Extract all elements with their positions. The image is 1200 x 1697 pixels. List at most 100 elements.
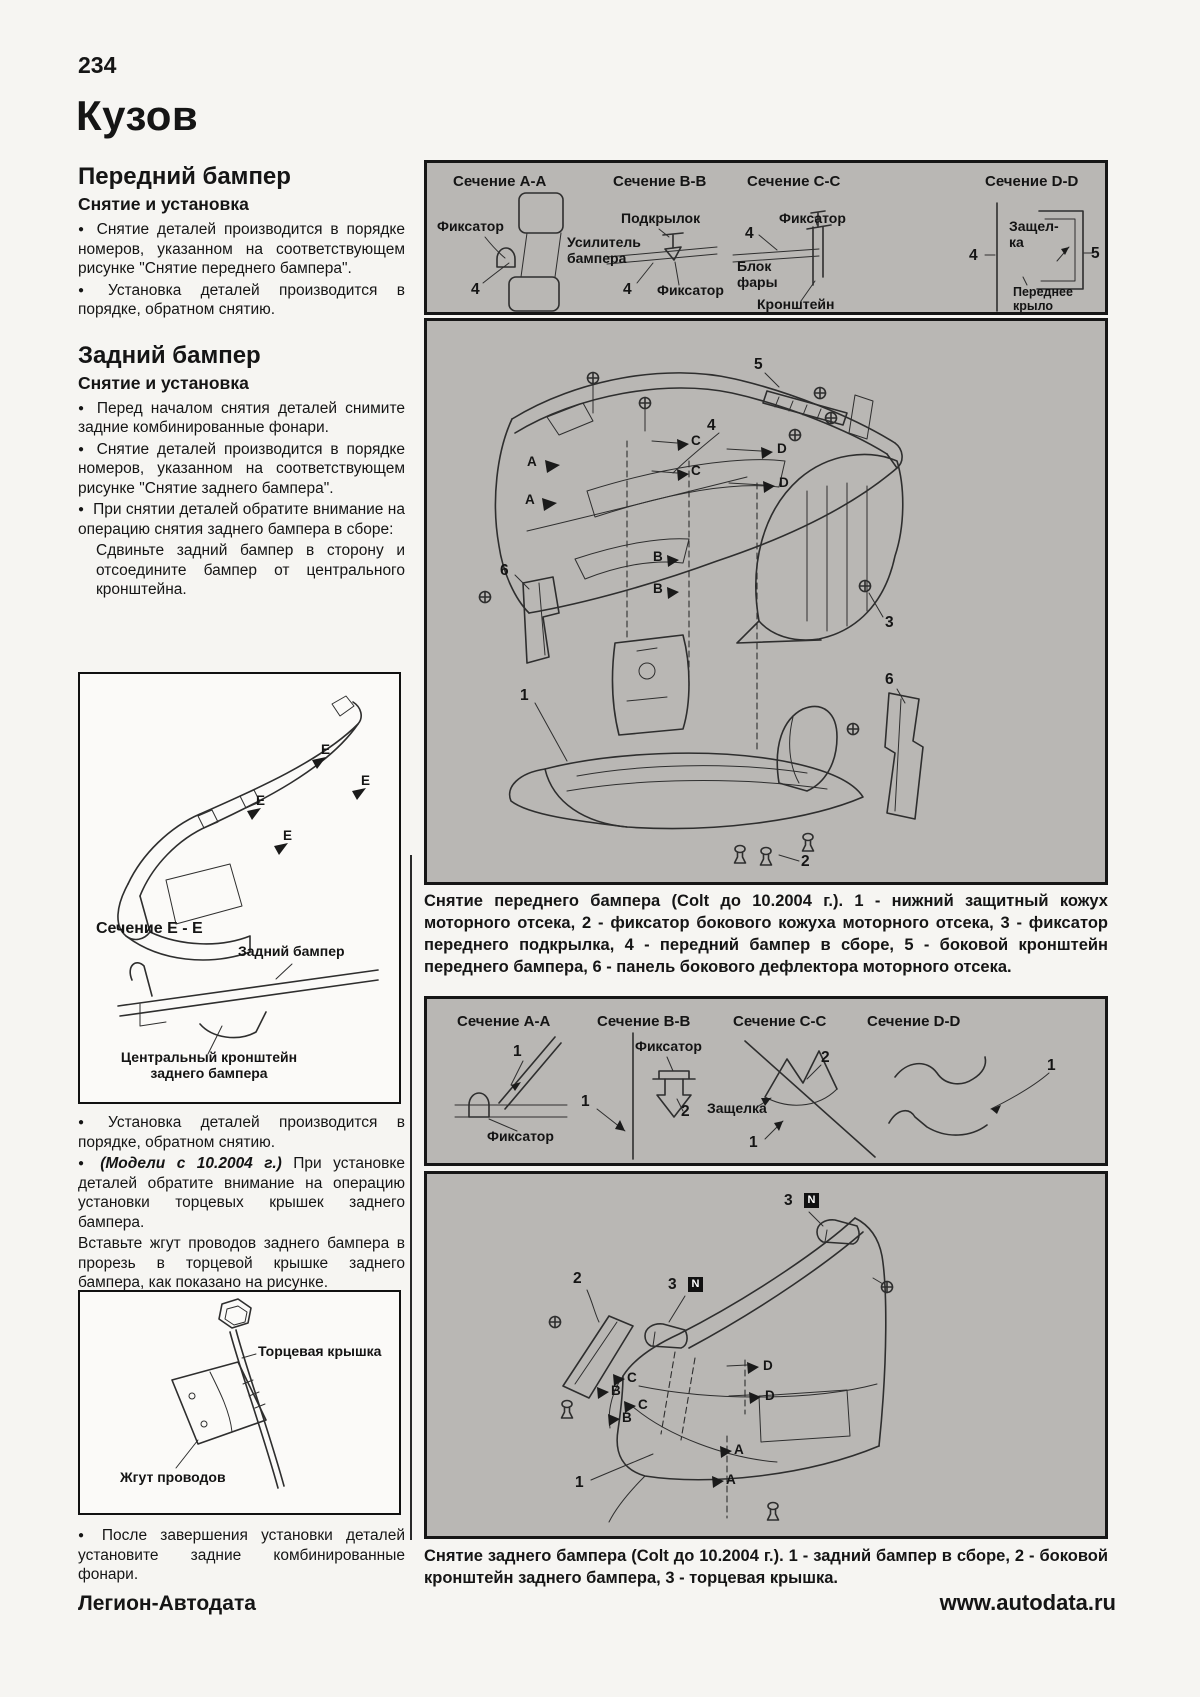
marker-e-1: E	[321, 742, 331, 757]
number-4-dd: 4	[969, 247, 978, 264]
marker-a-rear-1: A	[734, 1442, 744, 1457]
front-bullet-2: ●Установка деталей производится в порядк…	[78, 281, 405, 320]
label-wheel-liner-bb: Подкрылок	[621, 210, 701, 226]
panel-rear-bumper-exploded: 3 N 3 N 2 1 C B C B D D A A	[424, 1171, 1108, 1539]
rear-section-b-title: Сечение B-B	[597, 1013, 691, 1030]
label-front-fender: Переднее крыло	[1013, 285, 1073, 313]
marker-e-2: E	[361, 773, 371, 788]
front-section-b-title: Сечение B-B	[613, 173, 707, 190]
label-bracket-cc: Кронштейн	[757, 296, 835, 312]
number-4-aa: 4	[471, 281, 480, 298]
front-section-a-title: Сечение A-A	[453, 173, 547, 190]
label-latch-dd: Защел- ка	[1009, 218, 1059, 250]
number-2-rear: 2	[573, 1270, 582, 1287]
number-6-right: 6	[885, 671, 894, 688]
marker-c-1: C	[691, 433, 701, 448]
number-4-bb: 4	[623, 281, 632, 298]
front-section-c-title: Сечение C-C	[747, 173, 841, 190]
marker-a-1: A	[527, 454, 537, 469]
label-fixer-cc: Фиксатор	[779, 210, 846, 226]
rear-bullet-1-text: Перед началом снятия деталей снимите зад…	[78, 399, 405, 437]
panel-front-bumper-exploded: A A C C D D B B 4 5 3 6 6 1 2	[424, 318, 1108, 885]
figure-rear-bumper-section-e: E E E E Сечение E - E Задний бампер Цент…	[78, 672, 401, 1104]
right-column: Сечение A-A Сечение B-B Сечение C-C Сече…	[424, 160, 1108, 1640]
after-paragraph: Вставьте жгут проводов заднего бампера в…	[78, 1235, 405, 1292]
final-bullet-text: После завершения установки деталей устан…	[78, 1527, 405, 1584]
front-sections-sketch	[482, 192, 1094, 312]
rear-sections-sketch	[454, 1032, 1050, 1160]
rear-section-a-title: Сечение A-A	[457, 1013, 551, 1030]
rear-section-d-title: Сечение D-D	[867, 1013, 961, 1030]
label-harness: Жгут проводов	[120, 1469, 226, 1485]
caption-front-bumper: Снятие переднего бампера (Colt до 10.200…	[424, 892, 1108, 976]
section-heading-rear-bumper: Задний бампер	[78, 341, 261, 369]
bullet-icon: ●	[78, 284, 100, 296]
number-3-top: 3	[784, 1192, 793, 1209]
marker-e-3: E	[256, 793, 266, 808]
after-bullet-1-text: Установка деталей производится в порядке…	[78, 1114, 405, 1151]
rear-bullet-2: ●Снятие деталей производится в порядке н…	[78, 440, 405, 499]
front-bullet-1-text: Снятие деталей производится в порядке но…	[78, 221, 405, 278]
label-fixer-aa: Фиксатор	[437, 218, 504, 234]
rear-bullet-3-text: При снятии деталей обратите внимание на …	[78, 501, 405, 538]
number-5: 5	[754, 356, 763, 373]
label-central-bracket: Центральный кронштейн заднего бампера	[120, 1049, 298, 1081]
figure-end-cap: Торцевая крышка Жгут проводов	[78, 1290, 401, 1515]
number-5-dd: 5	[1091, 245, 1100, 262]
panel-rear-sections: Сечение A-A Сечение B-B Сечение C-C Сече…	[424, 996, 1108, 1166]
end-cap-sketch	[171, 1298, 285, 1489]
page-number: 234	[78, 52, 117, 78]
marker-d-2: D	[779, 475, 789, 490]
label-end-cap: Торцевая крышка	[258, 1343, 382, 1359]
number-1-cc: 1	[749, 1134, 758, 1151]
rear-install-notes: ●Установка деталей производится в порядк…	[78, 1113, 405, 1295]
marker-b-2: B	[653, 581, 663, 596]
section-heading-front-bumper: Передний бампер	[78, 163, 291, 190]
note-n-badge-mid: N	[688, 1277, 703, 1292]
footer-publisher: Легион-Автодата	[78, 1592, 256, 1615]
after-bullet-2-models: (Модели с 10.2004 г.)	[100, 1155, 282, 1173]
marker-e-4: E	[283, 828, 293, 843]
label-bumper-reinforcement: Усилитель бампера	[567, 234, 641, 266]
rear-section-c-title: Сечение C-C	[733, 1013, 827, 1030]
number-2-cc: 2	[821, 1049, 830, 1066]
bullet-icon: ●	[78, 1117, 100, 1128]
marker-c-2: C	[691, 463, 701, 478]
rear-bullet-3a: Сдвиньте задний бампер в сторону и отсое…	[96, 542, 405, 599]
bullet-icon: ●	[78, 224, 88, 235]
marker-b-rear-1: B	[611, 1383, 621, 1398]
panel-front-sections: Сечение A-A Сечение B-B Сечение C-C Сече…	[424, 160, 1108, 315]
after-bullet-2-text: При установке деталей обратите внимание …	[78, 1155, 405, 1231]
number-4: 4	[707, 417, 716, 434]
label-fixer-rear-bb: Фиксатор	[635, 1038, 702, 1054]
number-1-aa: 1	[513, 1043, 522, 1060]
label-headlight-unit: Блок фары	[737, 258, 778, 290]
subheading-removal-installation-front: Снятие и установка	[78, 194, 249, 214]
marker-a-rear-2: A	[726, 1472, 736, 1487]
number-2-bb: 2	[681, 1103, 690, 1120]
left-column: Передний бампер Снятие и установка ●Снят…	[78, 163, 405, 1697]
marker-c-rear-2: C	[638, 1397, 648, 1412]
marker-d-rear-1: D	[763, 1358, 773, 1373]
number-3-mid: 3	[668, 1276, 677, 1293]
number-3: 3	[885, 614, 894, 631]
caption-rear-bumper: Снятие заднего бампера (Colt до 10.2004 …	[424, 1547, 1108, 1587]
rear-bullet-2-text: Снятие деталей производится в порядке но…	[78, 440, 405, 497]
rear-bullet-3: ●При снятии деталей обратите внимание на…	[78, 500, 405, 539]
front-section-d-title: Сечение D-D	[985, 173, 1079, 190]
rear-bullet-1: ●Перед началом снятия деталей снимите за…	[78, 399, 405, 438]
note-n-badge-top: N	[804, 1193, 819, 1208]
front-bullet-1: ●Снятие деталей производится в порядке н…	[78, 220, 405, 279]
footer-website: www.autodata.ru	[939, 1590, 1116, 1615]
marker-b-1: B	[653, 549, 663, 564]
after-bullet-2: ● (Модели с 10.2004 г.) При установке дет…	[78, 1154, 405, 1232]
after-bullet-1: ●Установка деталей производится в порядк…	[78, 1113, 405, 1152]
marker-c-rear-1: C	[627, 1370, 637, 1385]
column-divider	[410, 855, 412, 1540]
bullet-icon: ●	[78, 1158, 92, 1170]
number-2: 2	[801, 853, 810, 870]
final-note: ●После завершения установки деталей уста…	[78, 1526, 405, 1587]
marker-d-rear-2: D	[765, 1388, 775, 1403]
marker-b-rear-2: B	[622, 1410, 632, 1425]
